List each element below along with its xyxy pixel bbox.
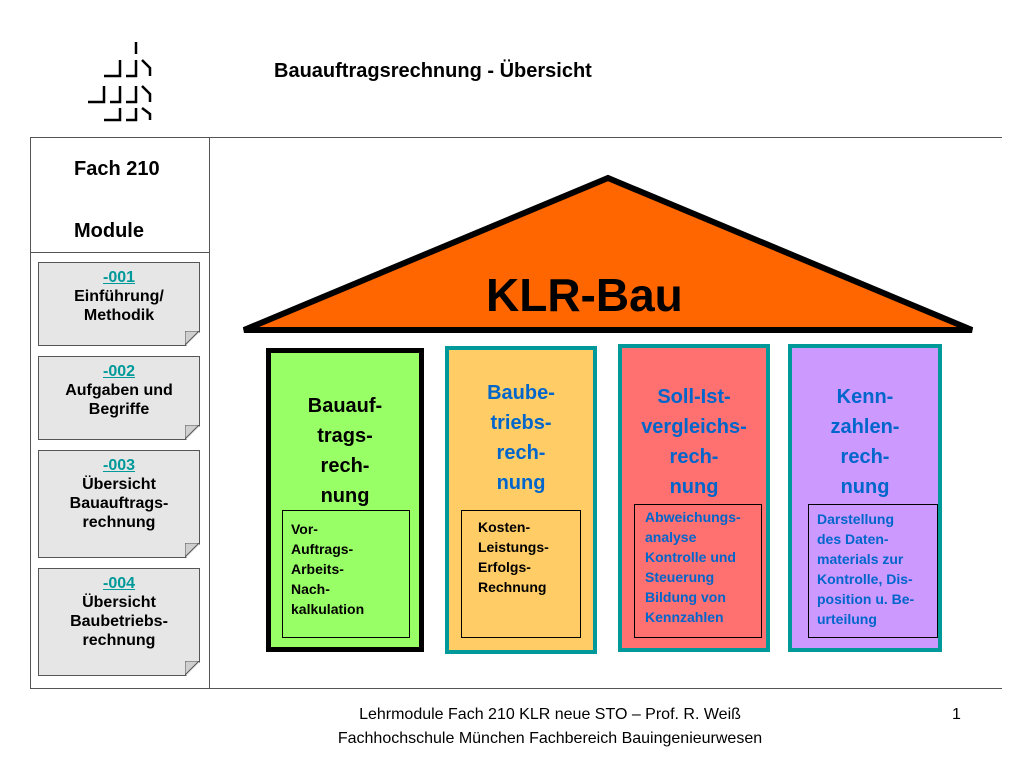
module-label-line: Einführung/ bbox=[74, 288, 164, 305]
detail-line: kalkulation bbox=[291, 601, 365, 617]
module-code-link[interactable]: -001 bbox=[102, 269, 136, 286]
page-fold-icon bbox=[185, 425, 199, 439]
module-card-001[interactable]: -001 Einführung/ Methodik bbox=[38, 262, 200, 346]
module-card-002[interactable]: -002 Aufgaben und Begriffe bbox=[38, 356, 200, 440]
detail-line: analyse bbox=[645, 529, 697, 545]
pillar-title: Soll-Ist- vergleichs- rech- nung bbox=[622, 382, 766, 502]
detail-line: Abweichungs- bbox=[645, 509, 741, 525]
klr-roof-triangle bbox=[242, 174, 974, 333]
module-code-link[interactable]: -004 bbox=[102, 575, 136, 592]
pillar-bauauftragsrechnung: Bauauf- trags- rech- nung Vor- Auftrags-… bbox=[266, 348, 424, 652]
pillar-title: Kenn- zahlen- rech- nung bbox=[792, 382, 938, 502]
pillar-title-line: rech- bbox=[840, 446, 890, 468]
pillar-title-line: nung bbox=[669, 476, 719, 498]
pillar-title-line: Soll-Ist- bbox=[657, 386, 731, 408]
pillar-soll-ist-vergleichsrechnung: Soll-Ist- vergleichs- rech- nung Abweich… bbox=[618, 344, 770, 652]
detail-line: Kontrolle und bbox=[645, 549, 736, 565]
university-logo bbox=[88, 42, 152, 122]
module-label-line: Baubetriebs- bbox=[70, 613, 168, 630]
pillar-title-line: nung bbox=[840, 476, 890, 498]
pillar-kennzahlenrechnung: Kenn- zahlen- rech- nung Darstellung des… bbox=[788, 344, 942, 652]
pillar-baubetriebsrechnung: Baube- triebs- rech- nung Kosten- Leistu… bbox=[445, 346, 597, 654]
pillar-detail-box: Darstellung des Daten- materials zur Kon… bbox=[808, 504, 938, 638]
pillar-title: Baube- triebs- rech- nung bbox=[449, 378, 593, 498]
detail-line: Rechnung bbox=[478, 579, 547, 595]
module-card-004[interactable]: -004 Übersicht Baubetriebs- rechnung bbox=[38, 568, 200, 676]
sidebar-left-border bbox=[30, 137, 31, 689]
detail-line: Leistungs- bbox=[478, 539, 549, 555]
pillar-title-line: Bauauf- bbox=[307, 395, 383, 417]
module-label-line: Übersicht bbox=[82, 476, 156, 493]
detail-line: Arbeits- bbox=[291, 561, 344, 577]
pillar-title-line: vergleichs- bbox=[641, 416, 747, 438]
detail-line: Vor- bbox=[291, 521, 318, 537]
page-fold-icon bbox=[185, 661, 199, 675]
pillar-title-line: zahlen- bbox=[830, 416, 900, 438]
top-divider bbox=[30, 137, 1002, 138]
module-card-003[interactable]: -003 Übersicht Bauauftrags- rechnung bbox=[38, 450, 200, 558]
detail-line: Steuerung bbox=[645, 569, 715, 585]
module-label-line: Übersicht bbox=[82, 594, 156, 611]
bottom-divider bbox=[30, 688, 1002, 689]
detail-line: Darstellung bbox=[817, 511, 895, 527]
module-label-line: Begriffe bbox=[88, 401, 150, 418]
detail-line: position u. Be- bbox=[817, 591, 915, 607]
module-label-line: Methodik bbox=[83, 307, 155, 324]
detail-line: Nach- bbox=[291, 581, 330, 597]
pillar-title-line: triebs- bbox=[490, 412, 552, 434]
pillar-title: Bauauf- trags- rech- nung bbox=[271, 391, 419, 511]
fach-label: Fach 210 bbox=[74, 158, 160, 180]
detail-line: urteilung bbox=[817, 611, 877, 627]
roof-label: KLR-Bau bbox=[486, 269, 683, 321]
sidebar-right-border bbox=[209, 137, 210, 689]
module-label-line: rechnung bbox=[82, 514, 156, 531]
pillar-title-line: Baube- bbox=[487, 382, 555, 404]
detail-line: Bildung von bbox=[645, 589, 726, 605]
module-code-link[interactable]: -003 bbox=[102, 457, 136, 474]
pillar-detail-box: Abweichungs- analyse Kontrolle und Steue… bbox=[634, 504, 762, 638]
page-title: Bauauftragsrechnung - Übersicht bbox=[274, 60, 592, 82]
footer-line: Fachhochschule München Fachbereich Bauin… bbox=[337, 730, 763, 747]
page-number: 1 bbox=[952, 706, 961, 723]
pillar-detail-box: Kosten- Leistungs- Erfolgs- Rechnung bbox=[461, 510, 581, 638]
detail-line: Auftrags- bbox=[291, 541, 354, 557]
detail-line: des Daten- bbox=[817, 531, 889, 547]
sidebar-head-divider bbox=[30, 252, 210, 253]
detail-line: materials zur bbox=[817, 551, 904, 567]
pillar-title-line: rech- bbox=[496, 442, 546, 464]
footer-line: Lehrmodule Fach 210 KLR neue STO – Prof.… bbox=[359, 706, 741, 723]
module-label-line: Aufgaben und bbox=[65, 382, 173, 399]
page-fold-icon bbox=[185, 543, 199, 557]
pillar-title-line: trags- bbox=[317, 425, 373, 447]
module-code-link[interactable]: -002 bbox=[102, 363, 136, 380]
detail-line: Kosten- bbox=[478, 519, 531, 535]
detail-line: Kontrolle, Dis- bbox=[817, 571, 913, 587]
pillar-title-line: nung bbox=[320, 485, 370, 507]
pillar-title-line: nung bbox=[496, 472, 546, 494]
module-label: Module bbox=[74, 220, 144, 242]
detail-line: Kennzahlen bbox=[645, 609, 724, 625]
module-label-line: rechnung bbox=[82, 632, 156, 649]
pillar-title-line: Kenn- bbox=[836, 386, 894, 408]
page-fold-icon bbox=[185, 331, 199, 345]
pillar-title-line: rech- bbox=[669, 446, 719, 468]
detail-line: Erfolgs- bbox=[478, 559, 531, 575]
pillar-title-line: rech- bbox=[320, 455, 370, 477]
pillar-detail-box: Vor- Auftrags- Arbeits- Nach- kalkulatio… bbox=[282, 510, 410, 638]
module-label-line: Bauauftrags- bbox=[69, 495, 169, 512]
